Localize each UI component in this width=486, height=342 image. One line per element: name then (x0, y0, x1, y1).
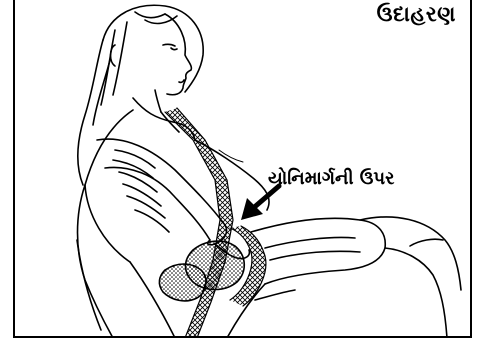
illustration-frame: ઉદાહરણ યોનિમાર્ગની ઉપર (13, 0, 472, 338)
seatbelt-illustration (15, 0, 472, 338)
annotation-label: યોનિમાર્ગની ઉપર (268, 168, 394, 189)
face-profile (165, 14, 191, 95)
figure-title: ઉદાહરણ (377, 2, 456, 27)
shoulder-belt (165, 112, 220, 338)
arrow-down-left-icon (241, 186, 279, 220)
ear (111, 45, 116, 66)
